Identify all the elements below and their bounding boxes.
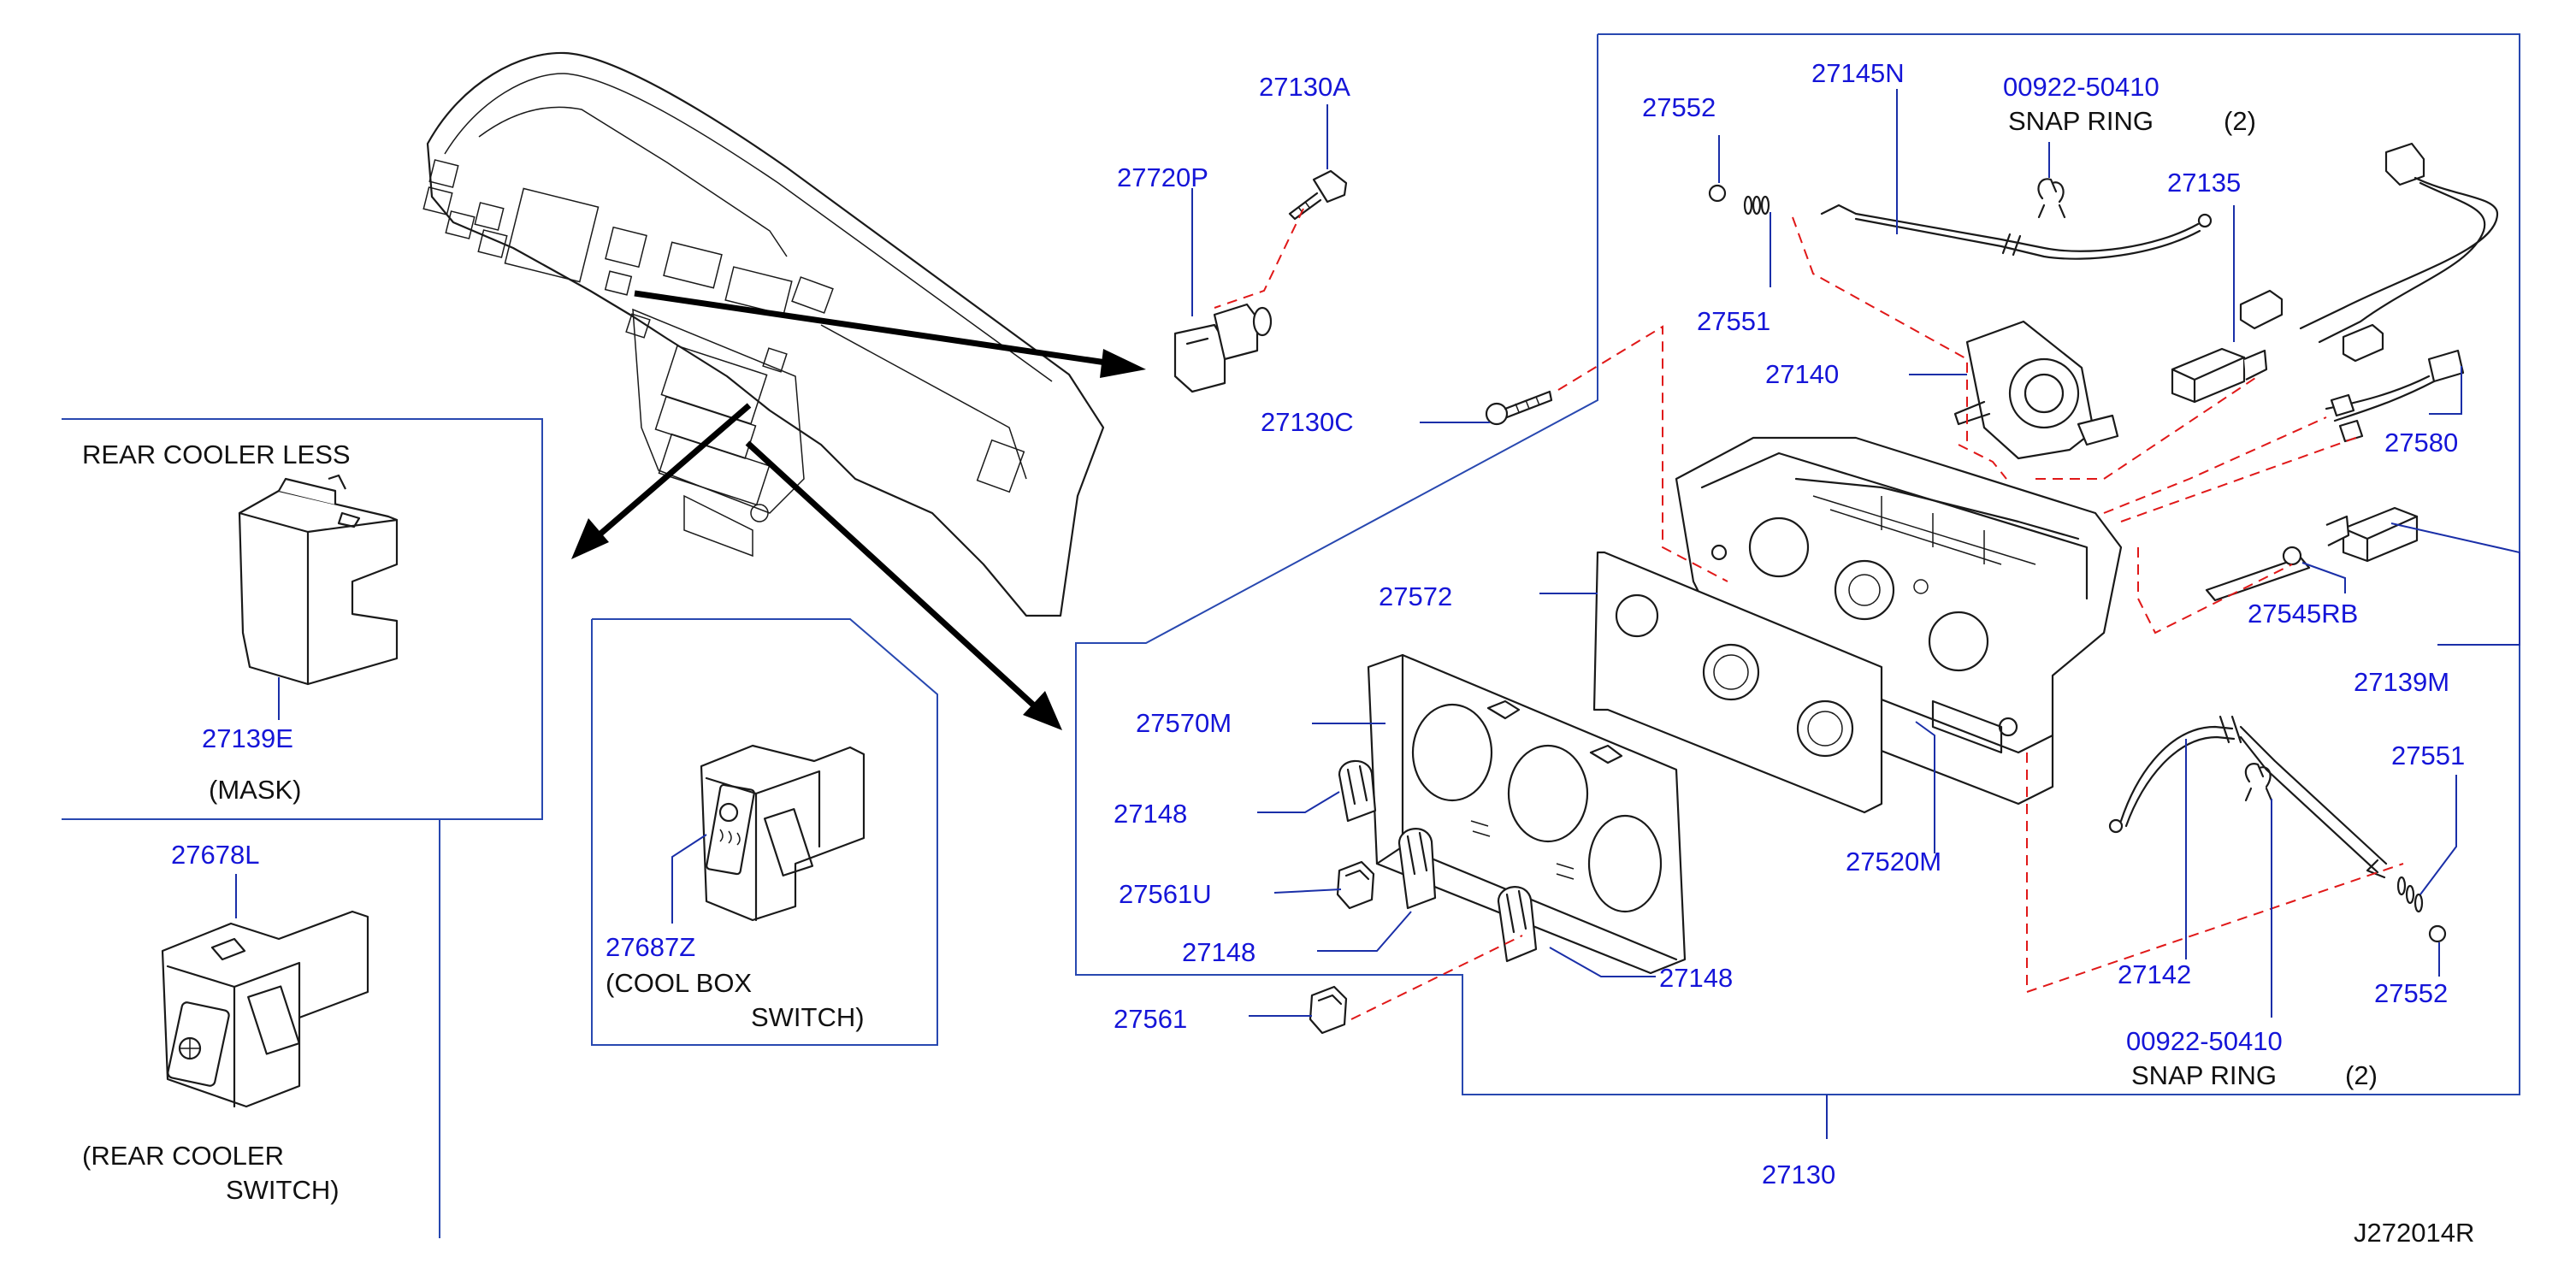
label-snap-ring-top-qty: (2)	[2224, 106, 2256, 136]
label-27139m: 27139M	[2354, 667, 2449, 697]
label-27678l: 27678L	[171, 840, 259, 870]
knob-27148-b	[1397, 828, 1437, 910]
spring-27551-bottom	[2396, 876, 2424, 913]
label-snap-ring-bottom-qty: (2)	[2345, 1060, 2378, 1090]
ball-27552-bottom	[2428, 924, 2447, 943]
label-27570m: 27570M	[1136, 708, 1232, 738]
switch-27687z	[700, 744, 866, 922]
label-27145n: 27145N	[1811, 58, 1905, 88]
label-cool-box-2: SWITCH)	[751, 1002, 865, 1032]
connector-27580	[2325, 349, 2465, 443]
screw-27130a	[1288, 169, 1348, 221]
label-27520m: 27520M	[1846, 847, 1941, 876]
label-snap-ring-bottom: SNAP RING	[2131, 1060, 2277, 1090]
pointer-arrow-right	[745, 440, 1062, 730]
label-rear-cooler-switch-2: SWITCH)	[226, 1175, 340, 1205]
snap-ring-bottom	[2244, 763, 2273, 802]
label-snap-ring-top: SNAP RING	[2008, 106, 2154, 136]
label-27142: 27142	[2118, 959, 2191, 989]
label-27130a: 27130A	[1259, 72, 1350, 102]
label-00922-top: 00922-50410	[2003, 72, 2159, 102]
label-27135: 27135	[2167, 168, 2241, 198]
label-27572: 27572	[1379, 581, 1452, 611]
label-27720p: 27720P	[1117, 162, 1208, 192]
label-rear-cooler-less: REAR COOLER LESS	[82, 440, 351, 469]
cable-27142	[2108, 715, 2388, 879]
clip-27561u	[1336, 860, 1375, 910]
switch-27678l	[161, 910, 369, 1108]
label-27561: 27561	[1114, 1004, 1187, 1034]
label-27551-top: 27551	[1697, 306, 1770, 336]
rear-cooler-less-frame	[62, 418, 543, 1238]
label-27552-top: 27552	[1642, 92, 1716, 122]
label-00922-bottom: 00922-50410	[2126, 1026, 2283, 1056]
snap-ring-top	[2037, 178, 2066, 219]
label-cool-box-1: (COOL BOX	[606, 968, 752, 998]
pointer-arrow-upper	[634, 290, 1146, 378]
label-27148-b: 27148	[1182, 937, 1256, 967]
motor-27140	[1953, 320, 2119, 460]
label-27130c: 27130C	[1261, 407, 1354, 437]
cool-box-frame	[591, 618, 938, 1046]
label-27545rb: 27545RB	[2248, 599, 2358, 629]
diagram-code: J272014R	[2354, 1218, 2474, 1248]
label-27139e: 27139E	[202, 723, 293, 753]
screw-27130c	[1485, 390, 1553, 426]
bezel-27570m	[1367, 653, 1687, 975]
sensor-27720p	[1173, 303, 1273, 393]
label-mask: (MASK)	[209, 775, 302, 805]
label-27140: 27140	[1765, 359, 1839, 389]
knob-27148-c	[1497, 886, 1538, 963]
label-27552-bottom: 27552	[2374, 978, 2448, 1008]
part-number-labels: 27130A 27720P 27130C 27552 27145N 00922-…	[82, 58, 2474, 1248]
label-27561u: 27561U	[1119, 879, 1212, 909]
label-27687z: 27687Z	[606, 932, 695, 962]
dashed-guide-lines	[1214, 208, 2404, 1020]
panel-27572	[1592, 551, 1883, 814]
leader-lines	[235, 89, 2520, 1139]
clip-27561	[1309, 985, 1348, 1035]
label-27580: 27580	[2384, 428, 2458, 457]
label-27148-c: 27148	[1659, 963, 1733, 993]
cable-27145n	[1820, 204, 2213, 260]
label-27130: 27130	[1762, 1160, 1835, 1189]
spring-27551-top	[1743, 195, 1770, 215]
pointer-arrow-left	[571, 403, 752, 559]
ball-27552-top	[1708, 184, 1727, 203]
label-rear-cooler-switch-1: (REAR COOLER	[82, 1141, 284, 1171]
label-27148-a: 27148	[1114, 799, 1187, 829]
switch-27135	[2171, 347, 2268, 404]
housing-27520m	[1675, 436, 2123, 806]
harness-27139m	[2205, 142, 2499, 602]
knob-27148-a	[1338, 759, 1377, 823]
label-27551-bottom: 27551	[2391, 741, 2465, 770]
dashboard-illustration	[422, 51, 1105, 617]
mask-27139e	[238, 474, 399, 686]
